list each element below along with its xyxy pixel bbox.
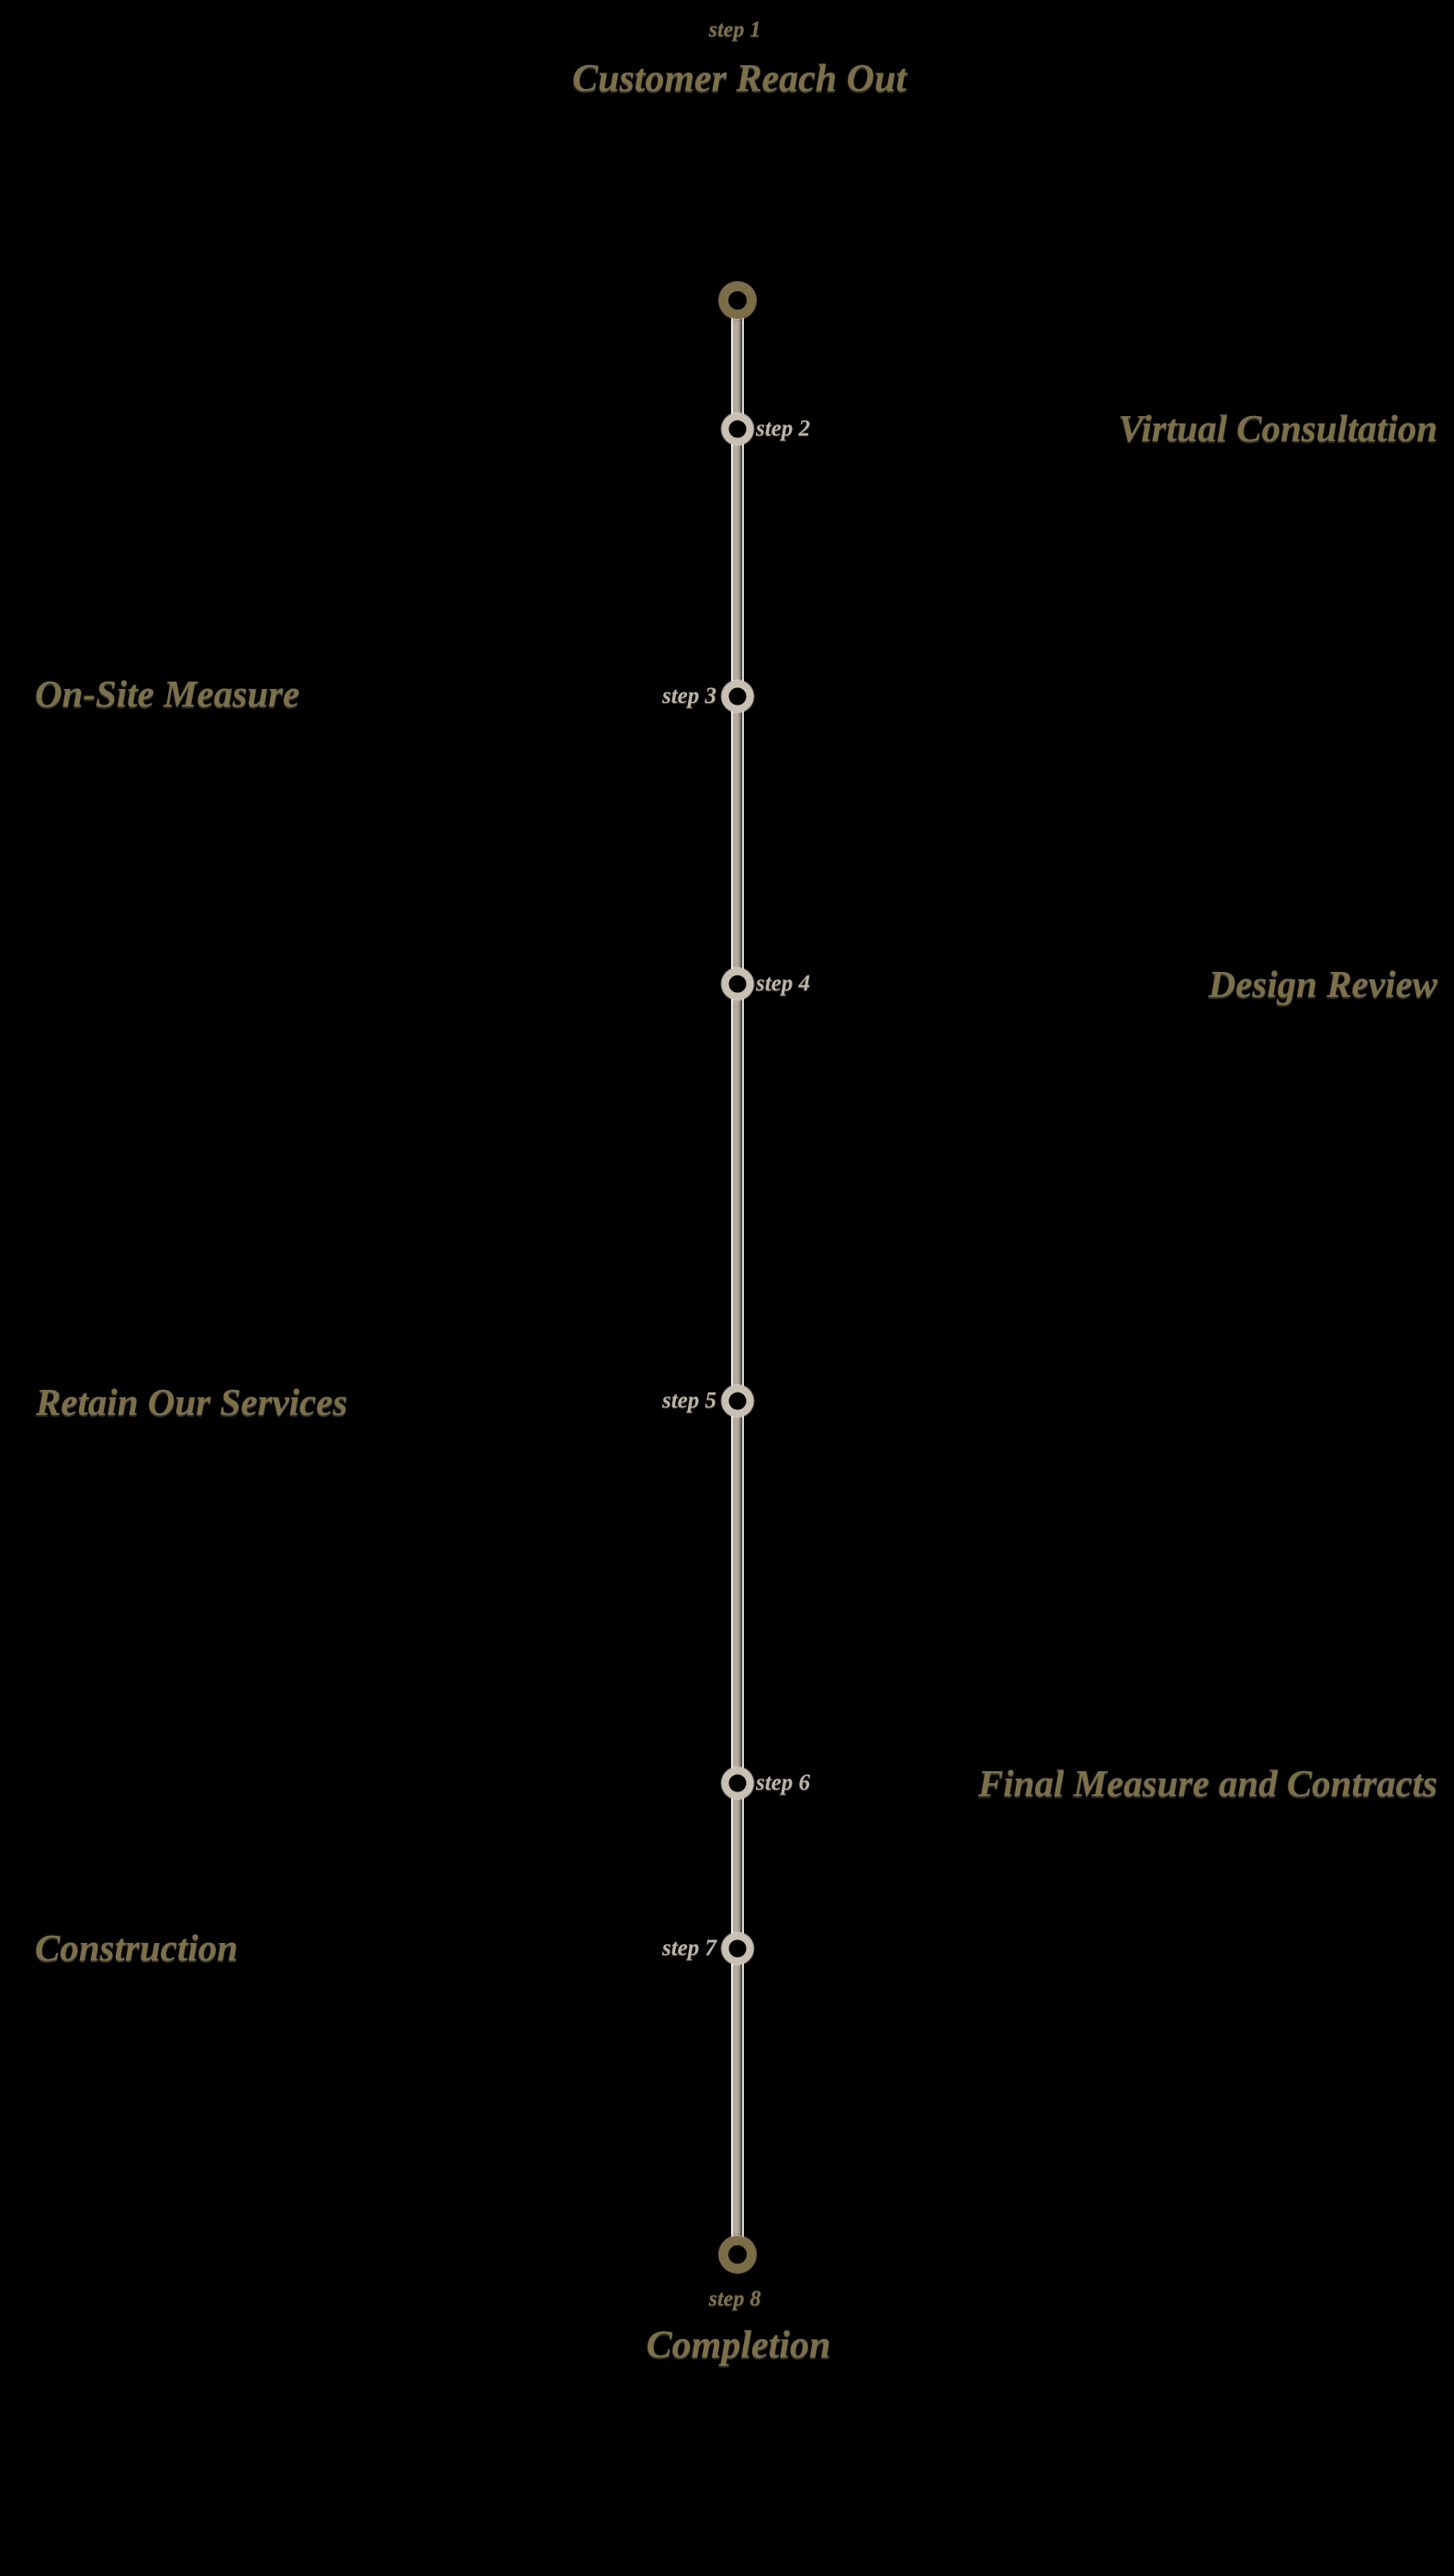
step-7-title: Construction xyxy=(35,1926,239,1969)
step-6-label: step 6 xyxy=(756,1770,811,1795)
step-8-label: step 8 xyxy=(708,2287,761,2311)
step-3-label: step 3 xyxy=(661,684,716,708)
timeline-line xyxy=(731,300,744,2254)
step-5-node xyxy=(721,1384,754,1418)
step-1-title: Customer Reach Out xyxy=(571,58,907,100)
step-4-title: Design Review xyxy=(1208,963,1437,1005)
step-4-label: step 4 xyxy=(756,971,811,996)
step-2-label: step 2 xyxy=(756,416,811,441)
step-3-title: On-Site Measure xyxy=(35,672,300,715)
step-8-node xyxy=(719,2236,756,2273)
step-2-node xyxy=(721,412,754,446)
step-1-label: step 1 xyxy=(708,17,761,42)
step-5-label: step 5 xyxy=(661,1388,716,1413)
step-2-title: Virtual Consultation xyxy=(1118,407,1437,449)
step-6-node xyxy=(721,1767,754,1800)
step-4-node xyxy=(721,967,754,1000)
step-5-title: Retain Our Services xyxy=(36,1381,348,1423)
step-1-node xyxy=(719,282,756,319)
step-3-node xyxy=(721,680,754,713)
step-6-title: Final Measure and Contracts xyxy=(977,1762,1437,1804)
step-7-node xyxy=(721,1932,754,1965)
step-8-title: Completion xyxy=(646,2324,831,2367)
step-7-label: step 7 xyxy=(661,1936,716,1960)
